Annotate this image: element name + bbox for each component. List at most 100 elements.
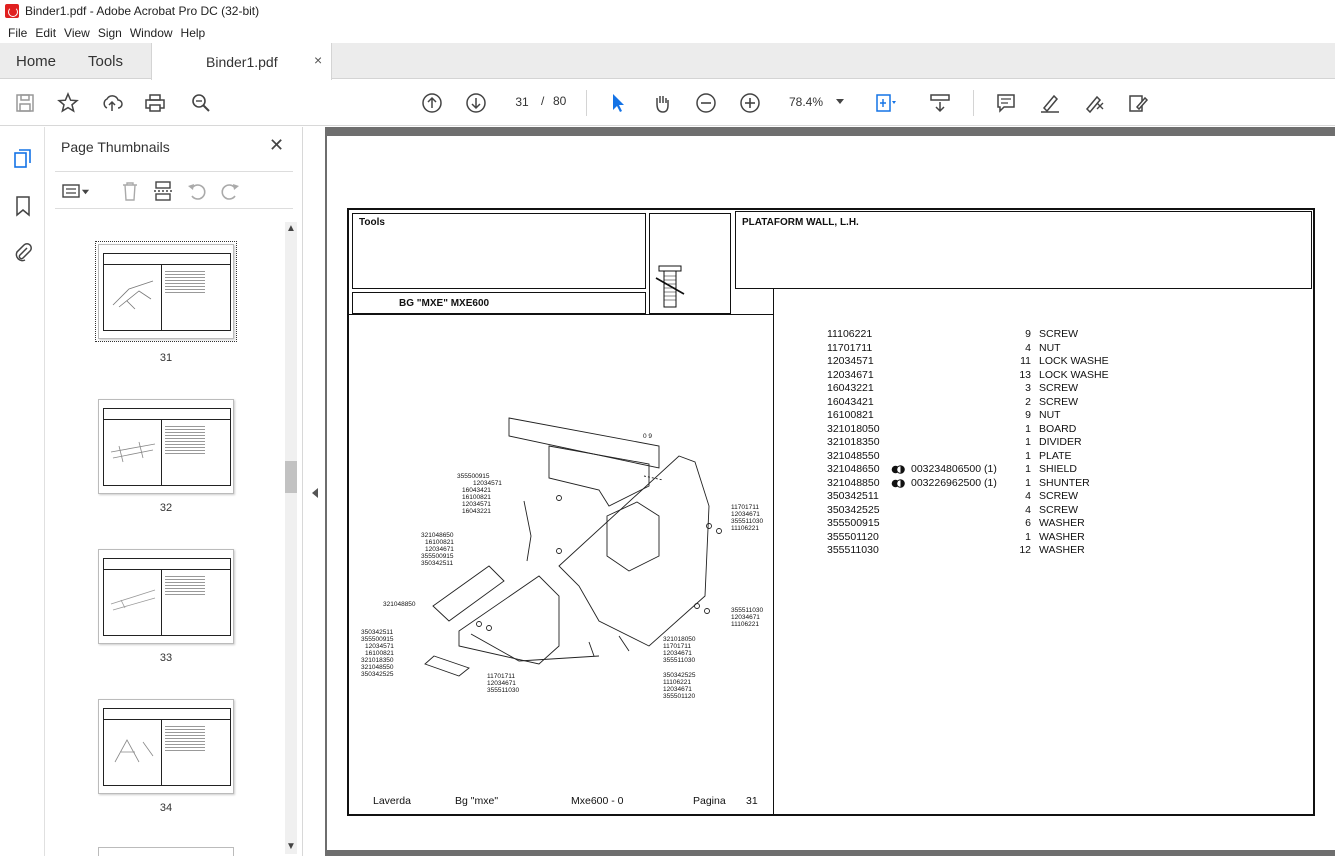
thumbnail-page-33[interactable] — [98, 549, 234, 644]
section-title: PLATAFORM WALL, L.H. — [742, 217, 859, 228]
thumbnail-drawing — [112, 280, 154, 310]
callout-label: 355511030 — [731, 518, 763, 525]
thumbnail-scrollbar-thumb[interactable] — [285, 461, 297, 493]
bookmark-icon[interactable] — [11, 194, 35, 218]
menu-file[interactable]: File — [8, 25, 28, 40]
hand-icon[interactable] — [650, 91, 674, 115]
tab-home[interactable]: Home — [16, 53, 57, 70]
print-icon[interactable] — [143, 91, 167, 115]
callout-label: 12034571 — [462, 501, 491, 508]
part-code: 355511030 — [827, 544, 879, 556]
page-up-icon[interactable] — [420, 91, 444, 115]
tab-document[interactable]: Binder1.pdf × — [151, 43, 332, 80]
upload-icon[interactable] — [100, 91, 124, 115]
menu-edit[interactable]: Edit — [35, 25, 57, 40]
thumbnail-label: 32 — [159, 502, 173, 514]
zoom-in-icon[interactable] — [738, 91, 762, 115]
part-code: 321018350 — [827, 436, 880, 448]
thumbnail-divider — [161, 720, 162, 786]
acrobat-logo-icon — [5, 4, 19, 18]
extract-pages-icon[interactable] — [152, 180, 174, 202]
menu-window[interactable]: Window — [129, 25, 173, 40]
document-bottom-edge — [325, 850, 1335, 856]
left-navigation-rail — [0, 127, 45, 856]
tab-tools[interactable]: Tools — [88, 53, 124, 70]
thumbnail-header — [103, 253, 231, 265]
thumbnail-page-32[interactable] — [98, 399, 234, 494]
chevron-down-icon[interactable] — [79, 180, 91, 202]
part-desc: WASHER — [1039, 517, 1085, 529]
thumbnail-text-lines — [165, 271, 205, 295]
part-code: 355500915 — [827, 517, 880, 529]
zoom-select[interactable]: 78.4% — [789, 95, 824, 109]
tools-label: Tools — [359, 217, 385, 228]
sign-icon[interactable] — [1082, 91, 1106, 115]
page-thumbnails-panel: Page Thumbnails ✕ ▲ ▼ 31 — [45, 127, 303, 856]
callout-label: 11106221 — [663, 679, 691, 686]
part-qty: 1 — [1025, 476, 1031, 489]
chevron-down-icon[interactable] — [836, 99, 844, 104]
delete-icon[interactable] — [119, 180, 141, 202]
thumbnail-scrollbar[interactable] — [285, 222, 297, 854]
model-label: BG "MXE" MXE600 — [399, 298, 490, 309]
comment-icon[interactable] — [994, 91, 1018, 115]
footer-page-number: 31 — [746, 795, 758, 807]
select-cursor-icon[interactable] — [606, 91, 630, 115]
scroll-down-icon[interactable]: ▼ — [286, 841, 296, 852]
zoom-out-icon[interactable] — [694, 91, 718, 115]
search-icon[interactable] — [189, 91, 213, 115]
page-thumbnails-icon[interactable] — [11, 147, 35, 171]
callout-label: 11701711 — [731, 504, 759, 511]
part-reference: 003234806500 (1) — [911, 463, 997, 475]
thumbnail-label: 34 — [159, 802, 173, 814]
callout-label: 355500915 — [361, 636, 394, 643]
callout-label: 350342511 — [421, 560, 453, 567]
part-desc: PLATE — [1039, 449, 1072, 462]
callout-label: 350342525 — [361, 671, 394, 678]
rotate-left-icon[interactable] — [186, 180, 208, 202]
callout-label: 355500915 — [421, 553, 454, 560]
menu-help[interactable]: Help — [180, 25, 206, 40]
scroll-up-icon[interactable]: ▲ — [286, 223, 296, 234]
callout-label: 12034671 — [425, 546, 454, 553]
thumbnail-header — [103, 408, 231, 420]
footer-series: Bg "mxe" — [455, 795, 499, 807]
star-icon[interactable] — [56, 91, 80, 115]
thumbnail-frame — [103, 558, 231, 636]
menu-view[interactable]: View — [64, 25, 90, 40]
thumbnail-page-34[interactable] — [98, 699, 234, 794]
collapse-panel-icon[interactable] — [312, 488, 318, 498]
part-qty: 3 — [1025, 382, 1031, 394]
part-desc: SCREW — [1039, 395, 1079, 408]
part-qty: 9 — [1025, 328, 1031, 340]
page-number-input[interactable]: 31 — [515, 95, 529, 109]
rotate-right-icon[interactable] — [219, 180, 241, 202]
save-icon[interactable] — [13, 91, 37, 115]
callout-label: 16100821 — [462, 494, 491, 501]
toolbar-divider — [973, 90, 974, 116]
document-viewport[interactable]: Tools BG "MXE" MXE600 PLATAFORM WALL, L.… — [325, 127, 1335, 856]
callout-label: 355511030 — [487, 687, 519, 694]
close-panel-icon[interactable]: ✕ — [269, 135, 285, 155]
page-down-icon[interactable] — [464, 91, 488, 115]
part-desc: BOARD — [1039, 422, 1077, 435]
attachment-icon[interactable] — [11, 240, 35, 264]
callout-label: 355501120 — [663, 693, 695, 700]
part-qty: 11 — [1020, 355, 1031, 367]
scroll-mode-icon[interactable] — [928, 91, 952, 115]
tools-box: Tools — [352, 213, 646, 289]
close-tab-icon[interactable]: × — [314, 52, 323, 68]
part-code: 355501120 — [827, 530, 879, 543]
thumbnail-page-35[interactable] — [98, 847, 234, 856]
highlight-icon[interactable] — [1038, 91, 1062, 115]
part-code: 321048550 — [827, 449, 880, 462]
options-menu-icon[interactable] — [61, 180, 83, 202]
fill-sign-icon[interactable] — [1126, 91, 1150, 115]
part-code: 11701711 — [827, 341, 873, 354]
part-qty: 1 — [1025, 436, 1031, 448]
menu-sign[interactable]: Sign — [97, 25, 122, 40]
panel-collapse-strip[interactable] — [303, 127, 325, 856]
panel-title: Page Thumbnails — [61, 139, 170, 155]
fit-page-icon[interactable] — [873, 91, 897, 115]
thumbnail-page-31[interactable] — [95, 241, 237, 342]
